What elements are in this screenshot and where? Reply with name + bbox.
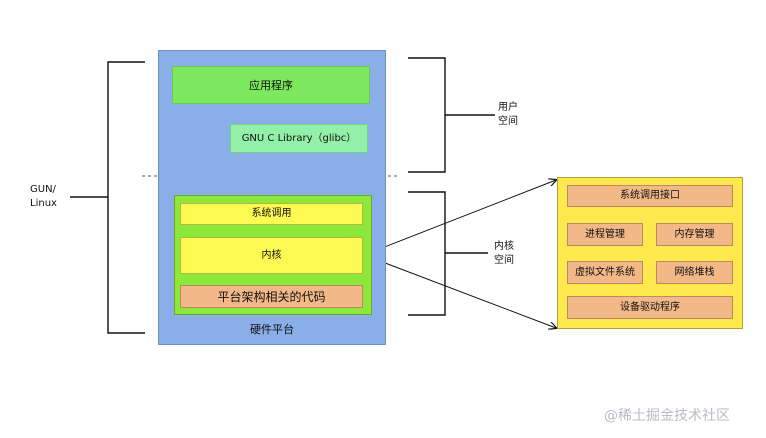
device-drivers-box: 设备驱动程序 (567, 296, 733, 319)
application-box: 应用程序 (172, 66, 370, 104)
kernel-space-bracket (408, 191, 446, 316)
network-stack-box: 网络堆栈 (656, 261, 733, 284)
hardware-platform-label: 硬件平台 (250, 323, 294, 336)
kernel-space-label-line2: 空间 (494, 255, 514, 266)
vfs-box: 虚拟文件系统 (567, 261, 643, 284)
zoom-arrow-bottom (363, 254, 556, 328)
user-space-label-line2: 空间 (498, 116, 518, 127)
gnu-linux-label-line1: GUN/ (30, 184, 56, 195)
watermark: @稀土掘金技术社区 (604, 408, 730, 424)
kernel-space-label: 内核 空间 (494, 240, 514, 268)
kernel-space-label-line1: 内核 (494, 241, 514, 252)
user-space-label: 用户 空间 (498, 101, 518, 129)
user-space-bracket (408, 57, 446, 173)
syscall-interface-box: 系统调用接口 (567, 185, 733, 207)
user-space-label-line1: 用户 (498, 102, 518, 113)
gnu-linux-bracket (107, 61, 145, 334)
arch-code-box: 平台架构相关的代码 (180, 285, 363, 308)
process-mgmt-box: 进程管理 (567, 223, 643, 246)
glibc-box: GNU C Library（glibc） (230, 124, 368, 153)
memory-mgmt-box: 内存管理 (656, 223, 733, 246)
kernel-box: 内核 (180, 237, 363, 274)
gnu-linux-label: GUN/ Linux (30, 183, 57, 211)
gnu-linux-label-line2: Linux (30, 198, 57, 209)
syscall-box: 系统调用 (180, 203, 363, 225)
zoom-arrow-top (363, 180, 556, 256)
